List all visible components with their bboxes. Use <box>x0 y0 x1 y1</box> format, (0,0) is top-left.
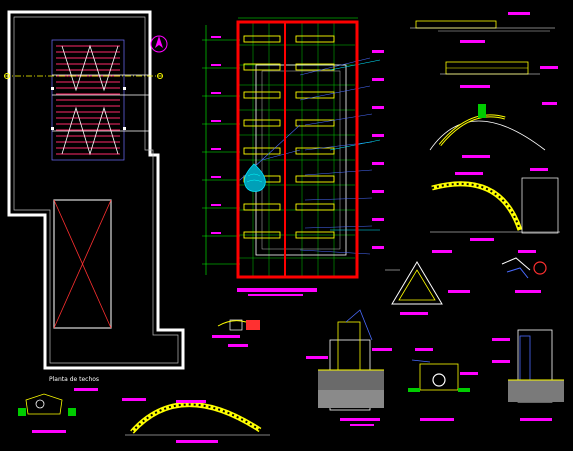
detail-arch-right <box>430 168 560 241</box>
fountain-icon <box>244 163 266 192</box>
detail-foundation-2 <box>492 329 564 421</box>
north-arrow-icon <box>150 35 168 53</box>
detail-beam-top <box>410 12 555 43</box>
site-plan-caption: Planta de techos <box>49 376 100 383</box>
fountain-frame <box>236 20 359 279</box>
building-outline <box>7 10 185 370</box>
fountain-plan <box>202 17 384 296</box>
detail-pipe <box>408 348 478 421</box>
detail-triangle <box>385 250 470 315</box>
site-plan <box>4 10 185 370</box>
detail-anchor <box>18 388 98 433</box>
detail-bracket <box>501 250 547 293</box>
detail-beam-2 <box>440 61 558 88</box>
detail-arch-top <box>429 102 557 158</box>
detail-arch-bottom <box>122 398 270 443</box>
void-block <box>53 199 112 329</box>
detail-connection <box>212 319 260 347</box>
roof-structure-plan <box>4 39 163 161</box>
detail-foundation-1 <box>306 309 392 426</box>
